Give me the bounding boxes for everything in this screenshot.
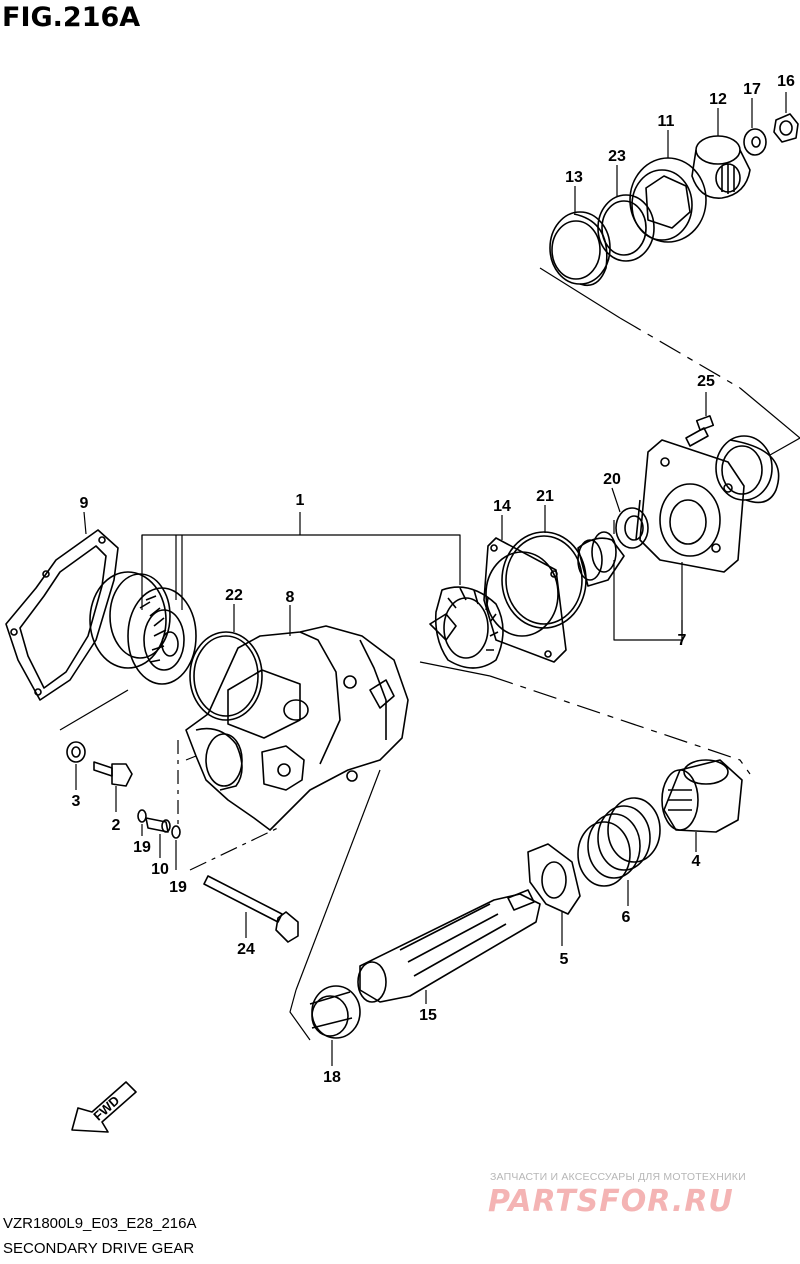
callout-15: 15 bbox=[419, 1007, 437, 1024]
part-24-long-bolt bbox=[203, 875, 299, 943]
part-14-shim-plate bbox=[483, 537, 567, 663]
part-7-shaft-sleeve bbox=[577, 531, 625, 587]
diagram-caption: SECONDARY DRIVE GEAR bbox=[3, 1240, 195, 1257]
callout-6: 6 bbox=[622, 909, 631, 926]
part-7-bearing-case bbox=[635, 435, 780, 573]
part-9-gasket bbox=[5, 529, 119, 701]
callout-2: 2 bbox=[112, 817, 121, 834]
callout-22: 22 bbox=[225, 587, 243, 604]
part-12-sleeve bbox=[691, 135, 751, 199]
callout-21: 21 bbox=[536, 488, 554, 505]
part-25-bolt bbox=[685, 415, 715, 447]
callout-16: 16 bbox=[777, 73, 795, 90]
callout-9: 9 bbox=[80, 495, 89, 512]
callout-8: 8 bbox=[286, 589, 295, 606]
part-13-seal bbox=[549, 211, 611, 287]
part-16-nut bbox=[773, 113, 799, 143]
part-18-needle-bearing bbox=[309, 985, 361, 1039]
model-code: VZR1800L9_E03_E28_216A bbox=[3, 1215, 197, 1232]
part-2-bolt bbox=[93, 761, 133, 787]
callout-7: 7 bbox=[678, 632, 687, 649]
part-1-bevel-gear-driven bbox=[89, 571, 197, 685]
callout-18: 18 bbox=[323, 1069, 341, 1086]
callout-17: 17 bbox=[743, 81, 761, 98]
part-8-gear-case bbox=[185, 625, 409, 831]
part-5-cam-dog bbox=[527, 843, 581, 915]
part-10-dowel-pin bbox=[145, 817, 171, 833]
callout-20: 20 bbox=[603, 471, 621, 488]
callout-14: 14 bbox=[493, 498, 511, 515]
callout-10: 10 bbox=[151, 861, 169, 878]
callout-1: 1 bbox=[296, 492, 305, 509]
figure-title: FIG.216A bbox=[2, 2, 141, 33]
part-22-oring bbox=[189, 631, 263, 721]
callout-11: 11 bbox=[658, 113, 675, 130]
callout-3: 3 bbox=[72, 793, 81, 810]
part-1-bevel-gear-drive bbox=[429, 586, 504, 669]
fwd-arrow-icon bbox=[71, 1081, 137, 1133]
part-20-bushing bbox=[615, 507, 649, 549]
callout-19-a: 19 bbox=[133, 839, 151, 856]
part-19-oring-a bbox=[137, 809, 147, 823]
callout-5: 5 bbox=[560, 951, 569, 968]
part-21-oring bbox=[501, 531, 587, 629]
callout-25: 25 bbox=[697, 373, 715, 390]
part-15-drive-shaft bbox=[357, 889, 541, 1003]
callout-23: 23 bbox=[608, 148, 626, 165]
callout-4: 4 bbox=[692, 853, 701, 870]
part-4-cam-sleeve bbox=[661, 759, 743, 833]
part-6-spring bbox=[577, 797, 661, 887]
watermark-tagline: ЗАПЧАСТИ И АКСЕССУАРЫ ДЛЯ МОТОТЕХНИКИ bbox=[490, 1171, 746, 1183]
callout-19-b: 19 bbox=[169, 879, 187, 896]
part-17-washer bbox=[743, 128, 767, 156]
part-19-oring-b bbox=[171, 825, 181, 839]
callout-24: 24 bbox=[237, 941, 255, 958]
part-3-washer bbox=[66, 741, 86, 763]
callout-12: 12 bbox=[709, 91, 727, 108]
watermark-logo: PARTSFOR.RU bbox=[488, 1184, 734, 1219]
callout-13: 13 bbox=[565, 169, 583, 186]
